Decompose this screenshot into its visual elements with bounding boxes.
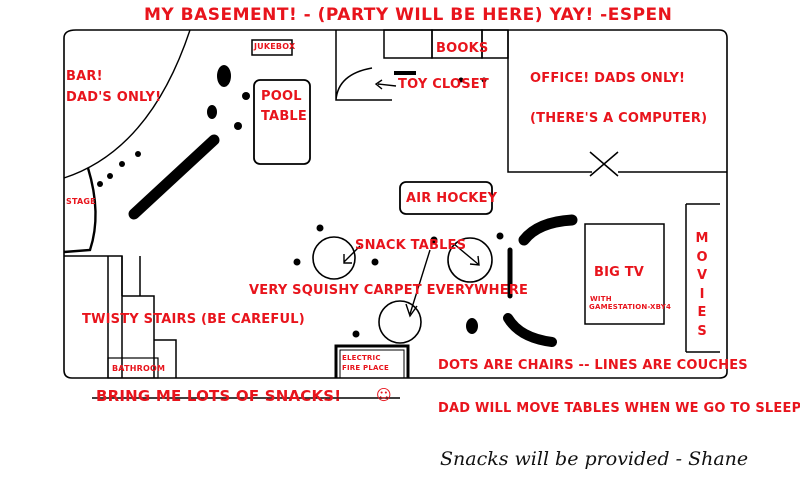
snack-table [312, 236, 356, 280]
snack-table [378, 300, 422, 344]
bar-partition [63, 29, 191, 179]
snack-arrow [453, 243, 480, 266]
bathroom-box [107, 357, 159, 379]
office-partition [507, 30, 727, 173]
movies-shelf [685, 203, 720, 353]
snacks-request: BRING ME LOTS OF SNACKS! [96, 387, 342, 405]
big-tv-box [584, 223, 665, 325]
snack-table [447, 237, 493, 283]
tv-note-2: GAMESTATION-XBY4 [589, 303, 672, 311]
chair-dot [430, 236, 438, 244]
couch [128, 134, 220, 220]
chair-dot [217, 65, 231, 87]
bathroom-label: BATHROOM [112, 364, 166, 373]
chair-dot [352, 330, 360, 338]
chair-dot [207, 105, 217, 119]
legend-note: DOTS ARE CHAIRS -- LINES ARE COUCHES [438, 358, 748, 373]
toy-closet-walls [335, 30, 392, 101]
fireplace [334, 344, 410, 378]
stage-label: STAGE [66, 197, 96, 206]
pool-table [253, 79, 311, 165]
chair-dot [97, 181, 103, 187]
snack-arrow [405, 249, 431, 318]
couch [518, 214, 578, 246]
stairs [64, 255, 177, 378]
chair-dot [371, 258, 379, 266]
toy-closet-arrow [374, 79, 397, 90]
office-label: OFFICE! DADS ONLY! [530, 71, 686, 86]
big-tv-label: BIG TV [594, 265, 645, 280]
air-hockey-table [399, 181, 493, 215]
dad-tables-note: DAD WILL MOVE TABLES WHEN WE GO TO SLEEP… [438, 401, 800, 416]
chair-dot [107, 173, 113, 179]
jukebox-label: JUKEBOX [254, 42, 296, 51]
toy-closet-mark [394, 71, 416, 75]
chair-dot [466, 318, 478, 334]
chair-dot [293, 258, 301, 266]
pool-table-label-1: POOL [261, 89, 302, 104]
snack-tables-label: SNACK TABLES [355, 238, 467, 253]
stairs-label: TWISTY STAIRS (BE CAREFUL) [82, 312, 305, 327]
tv-note-1: WITH [590, 295, 612, 303]
bar-note: DAD'S ONLY! [66, 90, 162, 105]
page-title: MY BASEMENT! - (PARTY WILL BE HERE) YAY!… [144, 5, 673, 25]
pool-table-label-2: TABLE [261, 109, 307, 124]
chair-dot [234, 122, 242, 130]
outer-wall [63, 29, 728, 379]
smiley-icon: ☺ [376, 386, 392, 404]
couch [503, 313, 557, 347]
signature-note: Snacks will be provided - Shane [440, 448, 749, 470]
fireplace-inner [339, 349, 405, 378]
fireplace-label-2: FIRE PLACE [342, 364, 389, 372]
chair-dot [119, 161, 125, 167]
chair-dot [242, 92, 250, 100]
air-hockey-label: AIR HOCKEY [406, 191, 498, 206]
toy-closet-label: TOY CLOSET [398, 77, 489, 92]
chair-dot [496, 232, 504, 240]
fireplace-label-1: ELECTRIC [342, 354, 381, 362]
jukebox-box [251, 39, 293, 56]
shelf-box [383, 29, 433, 59]
chair-dot [458, 77, 464, 83]
carpet-label: VERY SQUISHY CARPET EVERYWHERE [249, 283, 529, 298]
snack-arrow [343, 245, 361, 264]
bar-label: BAR! [66, 69, 103, 84]
chair-dot [481, 77, 487, 83]
chair-dot [316, 224, 324, 232]
chair-dot [135, 151, 141, 157]
office-door [589, 151, 619, 177]
stage-curve [63, 167, 97, 254]
office-note: (THERE'S A COMPUTER) [530, 111, 708, 126]
books-label: BOOKS [436, 41, 489, 56]
